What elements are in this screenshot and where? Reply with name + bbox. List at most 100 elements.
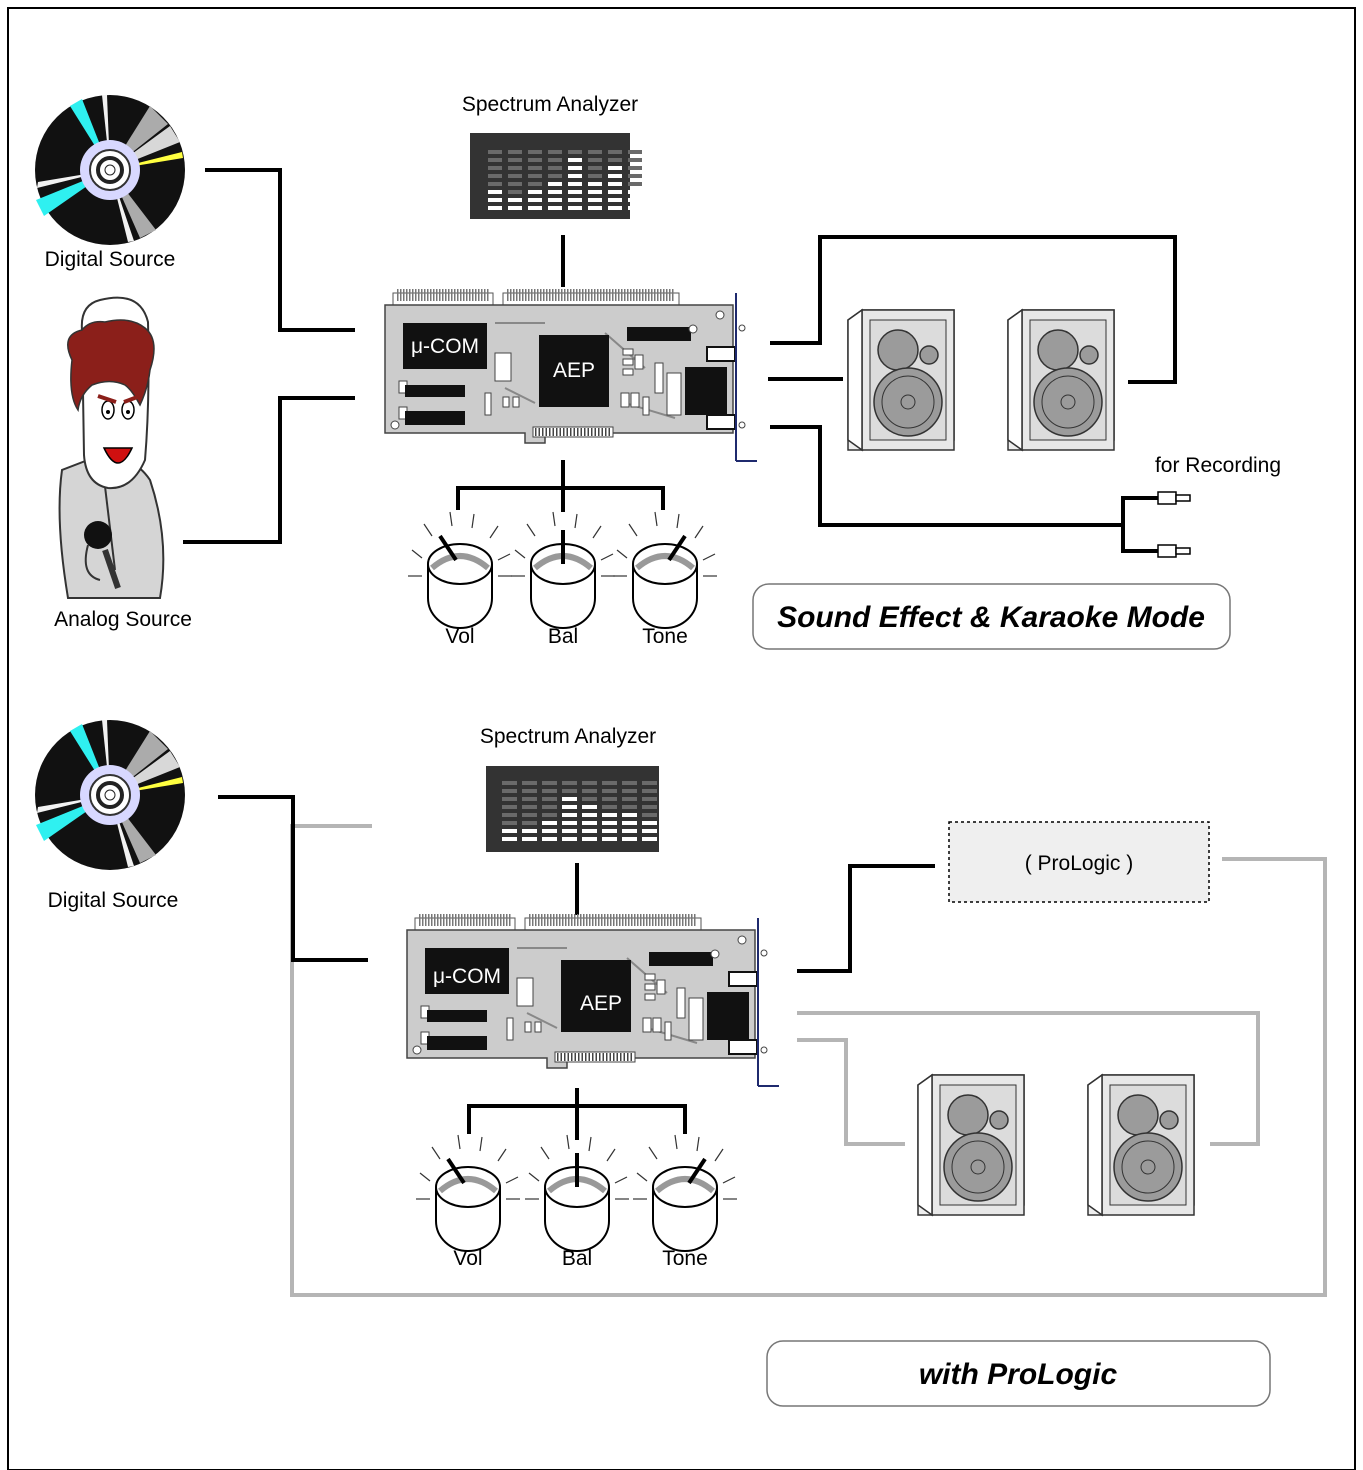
bal-knob-label: Bal	[548, 625, 578, 648]
eq-segment	[562, 789, 577, 793]
eq-segment	[562, 837, 577, 841]
eq-segment	[628, 190, 642, 194]
eq-segment	[622, 829, 637, 833]
volume-knob	[408, 512, 512, 628]
ucom-chip-label: μ-COM	[433, 965, 501, 988]
eq-segment	[548, 158, 562, 162]
spectrum-analyzer-display	[486, 766, 659, 852]
eq-segment	[608, 182, 622, 186]
eq-segment	[508, 198, 522, 202]
eq-segment	[488, 190, 502, 194]
eq-segment	[602, 797, 617, 801]
eq-segment	[488, 206, 502, 210]
spectrum-analyzer-label: Spectrum Analyzer	[480, 725, 656, 748]
eq-segment	[502, 829, 517, 833]
eq-segment	[568, 206, 582, 210]
eq-segment	[502, 837, 517, 841]
eq-segment	[642, 805, 657, 809]
balance-knob	[511, 512, 615, 628]
eq-segment	[622, 781, 637, 785]
eq-segment	[628, 198, 642, 202]
eq-segment	[528, 190, 542, 194]
eq-segment	[628, 150, 642, 154]
eq-segment	[522, 789, 537, 793]
eq-segment	[488, 174, 502, 178]
eq-segment	[562, 805, 577, 809]
eq-segment	[602, 829, 617, 833]
eq-segment	[582, 805, 597, 809]
mode-title-prologic: with ProLogic	[919, 1358, 1118, 1391]
section-with-prologic: Digital Source Spectrum Analyzer μ-COM A…	[33, 718, 1327, 1407]
eq-segment	[568, 150, 582, 154]
for-recording-label: for Recording	[1155, 454, 1281, 477]
eq-segment	[542, 821, 557, 825]
eq-segment	[568, 158, 582, 162]
eq-segment	[488, 182, 502, 186]
eq-segment	[522, 805, 537, 809]
tone-knob	[613, 512, 717, 628]
prologic-label: ( ProLogic )	[1025, 852, 1134, 875]
eq-segment	[542, 813, 557, 817]
eq-segment	[602, 837, 617, 841]
eq-segment	[528, 150, 542, 154]
eq-segment	[582, 789, 597, 793]
eq-segment	[562, 813, 577, 817]
cd-disc-icon	[33, 718, 187, 872]
right-speaker-icon	[1007, 309, 1115, 451]
eq-segment	[628, 206, 642, 210]
eq-segment	[622, 813, 637, 817]
eq-segment	[642, 821, 657, 825]
eq-segment	[622, 805, 637, 809]
eq-segment	[528, 198, 542, 202]
eq-segment	[542, 797, 557, 801]
mode-box-karaoke	[752, 583, 1231, 650]
eq-segment	[542, 805, 557, 809]
eq-segment	[548, 174, 562, 178]
eq-segment	[582, 813, 597, 817]
eq-segment	[602, 805, 617, 809]
digital-source-label: Digital Source	[48, 889, 179, 912]
balance-knob	[525, 1135, 629, 1251]
cd-disc-icon	[33, 93, 187, 247]
eq-segment	[582, 781, 597, 785]
eq-segment	[502, 789, 517, 793]
eq-segment	[602, 789, 617, 793]
eq-segment	[502, 813, 517, 817]
eq-segment	[562, 781, 577, 785]
eq-segment	[628, 158, 642, 162]
eq-segment	[522, 781, 537, 785]
eq-segment	[642, 829, 657, 833]
eq-segment	[508, 158, 522, 162]
eq-segment	[588, 158, 602, 162]
eq-segment	[522, 797, 537, 801]
eq-segment	[502, 797, 517, 801]
eq-segment	[628, 174, 642, 178]
eq-segment	[642, 781, 657, 785]
eq-segment	[608, 166, 622, 170]
eq-segment	[568, 182, 582, 186]
eq-segment	[502, 781, 517, 785]
analog-source-label: Analog Source	[54, 608, 192, 631]
eq-segment	[602, 821, 617, 825]
eq-segment	[582, 829, 597, 833]
eq-segment	[548, 190, 562, 194]
tone-knob-label: Tone	[662, 1247, 708, 1270]
bal-knob-label: Bal	[562, 1247, 592, 1270]
page-border	[7, 7, 1356, 1470]
eq-segment	[508, 150, 522, 154]
eq-segment	[548, 150, 562, 154]
spectrum-analyzer-display	[470, 133, 642, 219]
eq-segment	[608, 174, 622, 178]
section-sound-effect-karaoke: Digital Source Analog Source Spectrum An…	[33, 93, 1281, 650]
eq-segment	[528, 174, 542, 178]
eq-segment	[588, 198, 602, 202]
eq-segment	[608, 150, 622, 154]
eq-segment	[582, 821, 597, 825]
eq-segment	[642, 837, 657, 841]
eq-segment	[528, 206, 542, 210]
eq-segment	[508, 166, 522, 170]
digital-source-label: Digital Source	[45, 248, 176, 271]
mode-title-karaoke: Sound Effect & Karaoke Mode	[777, 601, 1205, 634]
left-speaker-icon	[917, 1074, 1025, 1216]
eq-segment	[602, 813, 617, 817]
